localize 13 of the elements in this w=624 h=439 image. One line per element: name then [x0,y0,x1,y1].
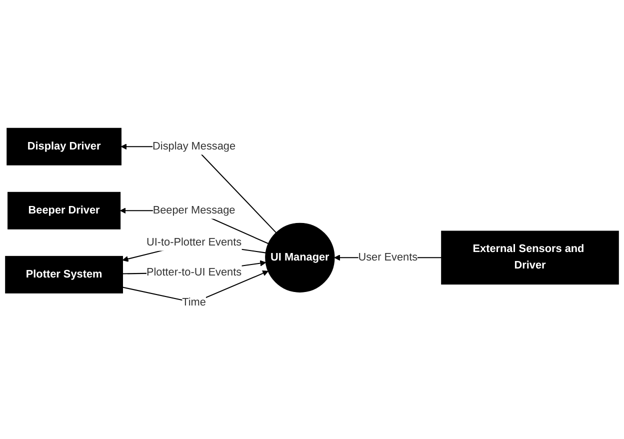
edge-label: Beeper Message [152,204,236,216]
edge-label: Plotter-to-UI Events [146,266,242,278]
arrow [120,144,276,234]
node-box: Plotter System [5,256,123,294]
node-circle: UI Manager [265,222,335,292]
edge-label: UI-to-Plotter Events [146,236,242,248]
node-box: Beeper Driver [8,192,121,230]
edge-label: Time [182,296,206,308]
node-box: Display Driver [6,128,122,166]
arrow [122,270,268,304]
node-box: External Sensors and Driver [441,230,619,285]
edge-label: Display Message [152,140,236,152]
edge-label: User Events [358,252,418,264]
